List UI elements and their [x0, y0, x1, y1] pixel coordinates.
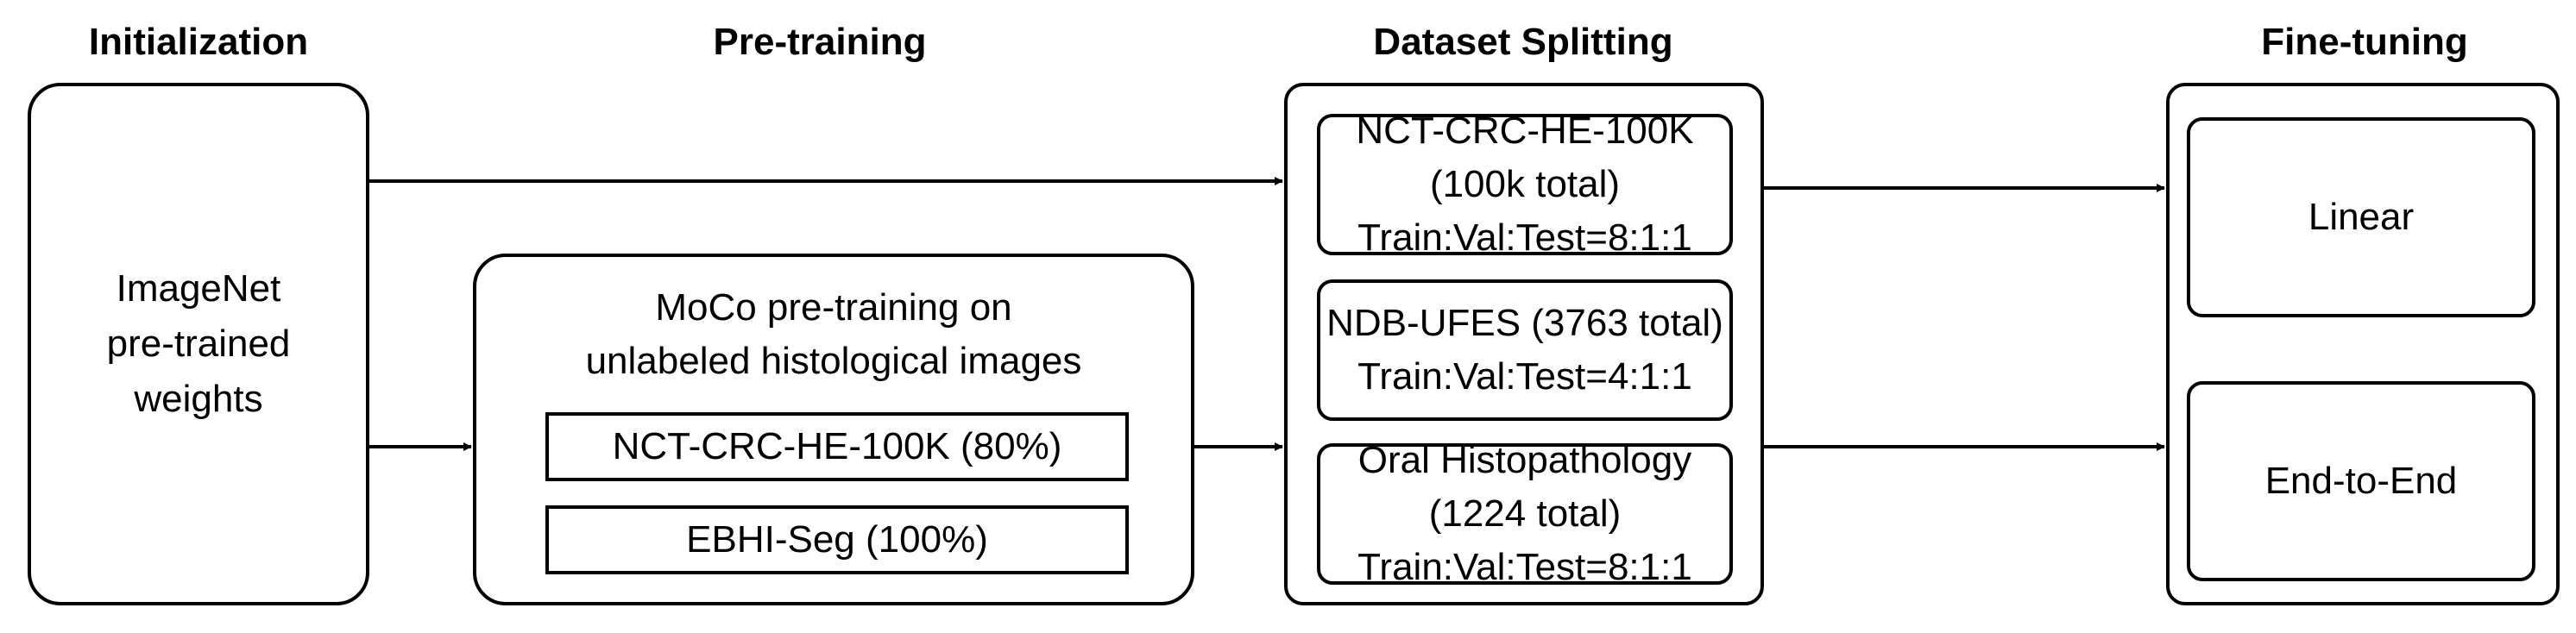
- moco-title-line-1: MoCo pre-training on: [655, 286, 1012, 329]
- header-dataset-splitting: Dataset Splitting: [1373, 21, 1673, 63]
- end-to-end-box: End-to-End: [2187, 381, 2535, 581]
- imagenet-weights-box: ImageNet pre-trained weights: [28, 83, 369, 605]
- end-to-end-label: End-to-End: [2264, 460, 2458, 502]
- split-nct-crc-ratio: Train:Val:Test=8:1:1: [1357, 216, 1692, 259]
- linear-box: Linear: [2187, 117, 2535, 317]
- header-fine-tuning: Fine-tuning: [2261, 21, 2468, 63]
- moco-title-line-2: unlabeled histological images: [585, 340, 1082, 382]
- split-oral-ratio: Train:Val:Test=8:1:1: [1357, 546, 1692, 588]
- split-ndb-ufes-ratio: Train:Val:Test=4:1:1: [1357, 355, 1692, 398]
- split-oral-name: Oral Histopathology (1224 total): [1357, 439, 1692, 535]
- dataset-nct-crc-80-label: NCT-CRC-HE-100K (80%): [612, 425, 1062, 467]
- header-pretraining: Pre-training: [713, 21, 927, 63]
- linear-label: Linear: [2308, 196, 2415, 238]
- dataset-nct-crc-80-box: NCT-CRC-HE-100K (80%): [545, 412, 1129, 481]
- split-item-oral-histopathology: Oral Histopathology (1224 total) Train:V…: [1317, 439, 1733, 588]
- init-line-3: weights: [134, 378, 263, 420]
- dataset-ebhi-seg-label: EBHI-Seg (100%): [686, 518, 988, 561]
- dataset-ebhi-seg-box: EBHI-Seg (100%): [545, 505, 1129, 574]
- init-line-1: ImageNet: [116, 267, 281, 310]
- split-item-nct-crc: NCT-CRC-HE-100K (100k total) Train:Val:T…: [1317, 110, 1733, 259]
- header-initialization: Initialization: [88, 21, 309, 63]
- init-line-2: pre-trained: [106, 323, 291, 365]
- split-nct-crc-name: NCT-CRC-HE-100K (100k total): [1356, 110, 1694, 205]
- split-ndb-ufes-name: NDB-UFES (3763 total): [1326, 302, 1723, 344]
- split-item-ndb-ufes: NDB-UFES (3763 total) Train:Val:Test=4:1…: [1317, 279, 1733, 421]
